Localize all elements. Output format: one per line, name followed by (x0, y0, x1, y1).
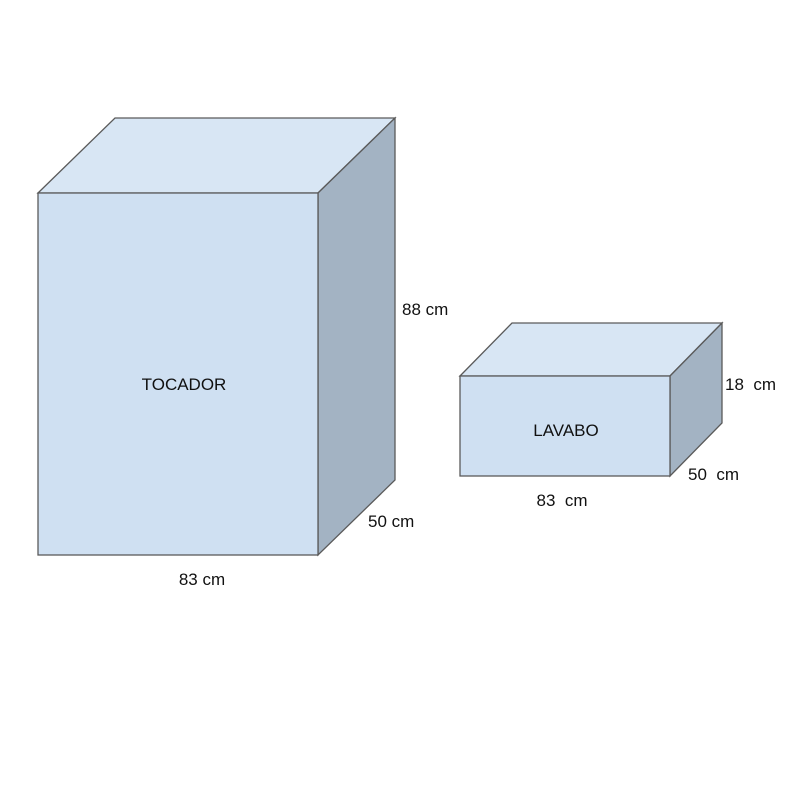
tocador-label: TOCADOR (142, 375, 227, 394)
tocador-depth-label: 50 cm (368, 512, 414, 531)
tocador-side-face (317, 116, 396, 557)
lavabo-height-label: 18 cm (725, 375, 776, 394)
lavabo-width-label: 83 cm (536, 491, 587, 510)
tocador-height-label: 88 cm (402, 300, 448, 319)
tocador-box: TOCADOR 88 cm 50 cm 83 cm (36, 116, 448, 589)
lavabo-front-face (459, 375, 671, 477)
tocador-front-face (37, 192, 319, 556)
lavabo-depth-label: 50 cm (688, 465, 739, 484)
tocador-width-label: 83 cm (179, 570, 225, 589)
lavabo-box: LAVABO 18 cm 50 cm 83 cm (458, 321, 776, 510)
lavabo-label: LAVABO (533, 421, 599, 440)
